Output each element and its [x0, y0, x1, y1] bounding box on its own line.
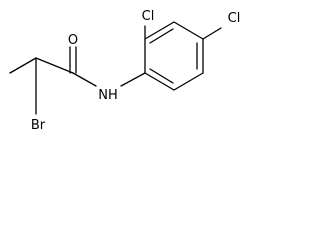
nitrogen-hydrogen-label: NH	[98, 88, 118, 103]
ring-bond-c2-c3	[144, 21, 175, 40]
bromine-label: Br	[31, 118, 46, 133]
bond-ring-to-para-chlorine	[202, 27, 222, 40]
chain-bonds	[9, 46, 146, 115]
ring-bond-c5-c6	[173, 72, 204, 91]
ring-bond-c3-c4	[173, 21, 204, 40]
bond-carbonyl-to-nitrogen	[72, 72, 97, 87]
bond-methyl-to-alpha-carbon	[9, 57, 37, 74]
bond-nitrogen-to-ring	[120, 72, 146, 87]
ortho-chlorine-label: Cl	[142, 9, 155, 24]
ring-bond-c6-c1	[144, 72, 175, 91]
chemical-structure-diagram: O NH Br Cl Cl	[9, 9, 241, 133]
benzene-ring	[144, 21, 204, 91]
ring-double-bond-c6-c1	[149, 68, 174, 84]
substituent-bonds	[144, 25, 222, 40]
ring-double-bond-c2-c3	[149, 28, 174, 44]
para-chlorine-label: Cl	[228, 11, 241, 26]
oxygen-label: O	[68, 33, 78, 48]
bond-alpha-carbon-to-carbonyl	[35, 57, 74, 74]
